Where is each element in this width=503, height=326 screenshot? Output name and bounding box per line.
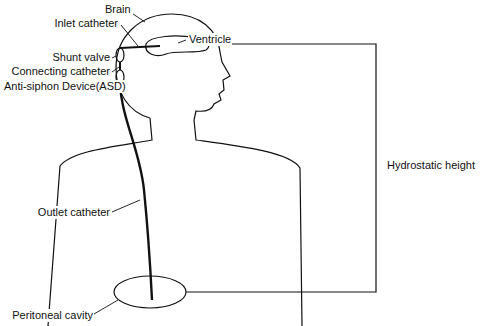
leader-line: [112, 200, 140, 212]
leader-line: [112, 56, 116, 58]
part-label: Peritoneal cavity: [11, 309, 94, 322]
torso-outline-right: [194, 120, 302, 326]
leader-line: [94, 300, 118, 314]
brain-label: Brain: [104, 3, 132, 16]
part-label: Connecting catheter: [11, 65, 111, 78]
outlet-catheter: [120, 84, 152, 300]
leader-line: [178, 40, 186, 43]
part-label: Ventricle: [188, 33, 232, 46]
shunt-valve: [116, 48, 124, 62]
leader-line: [133, 14, 145, 22]
peritoneal-cavity: [114, 276, 186, 308]
leader-line: [112, 67, 119, 72]
part-label: Inlet catheter: [53, 17, 119, 30]
dimension-label: Hydrostatic height: [386, 159, 476, 172]
height-bracket: [186, 44, 376, 292]
part-label: Outlet catheter: [37, 206, 111, 219]
part-label: Anti-siphon Device(ASD): [3, 80, 127, 93]
leader-line: [121, 25, 138, 46]
head-outline: [116, 14, 230, 120]
connecting-catheter: [119, 62, 121, 70]
inlet-catheter: [120, 46, 160, 48]
part-label: Shunt valve: [52, 51, 111, 64]
